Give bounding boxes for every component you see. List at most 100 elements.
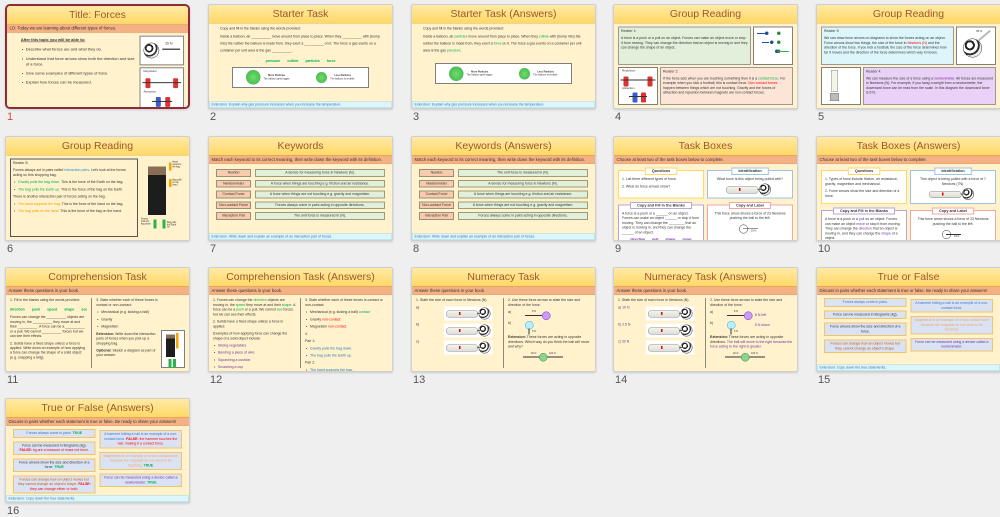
statement-card[interactable]: Forces always come in pairs. TRUE: [13, 429, 96, 438]
answer: 8 N left: [755, 313, 767, 318]
text-segment: Optional:: [96, 348, 112, 353]
keyword[interactable]: Interaction Pair: [216, 212, 251, 220]
keyword-row[interactable]: Contact Force A force when things are not…: [216, 190, 385, 199]
statement-card[interactable]: Forces can change how an object moves bu…: [824, 339, 907, 354]
definition[interactable]: Forces always come in pairs acting in op…: [458, 212, 588, 220]
keyword-row[interactable]: Interaction Pair The unit force is measur…: [216, 212, 385, 220]
keyword-row[interactable]: Contact Force A force when things are tou…: [419, 190, 588, 199]
bullet-item: Mechanical (e.g. kicking a ball): [96, 310, 161, 315]
definition[interactable]: A device for measuring force in Newtons …: [255, 169, 385, 177]
statement-card[interactable]: Force can be measured in kilograms (kg).…: [13, 441, 96, 455]
text-segment: Extension:: [710, 335, 728, 340]
slide-thumbnail[interactable]: True or False (Answers)Discuss in pairs …: [5, 398, 190, 503]
keyword[interactable]: Newtonmeter: [216, 179, 251, 188]
keyword-row[interactable]: Newtonmeter A force when things are touch…: [216, 179, 385, 188]
keyword[interactable]: Newton: [419, 169, 454, 177]
bag-label: Gravity pulls the bag down: [140, 217, 151, 226]
shopping-bag-image: [162, 331, 184, 369]
keyword-row[interactable]: Interaction Pair Forces always come in pa…: [419, 212, 588, 220]
statement-card[interactable]: Force can be measured using a device cal…: [99, 473, 182, 487]
keyword-row[interactable]: Non-contact Force A force when things are…: [419, 201, 588, 210]
definition[interactable]: A device for measuring force in Newtons …: [458, 179, 588, 188]
keyword[interactable]: Newton: [216, 169, 251, 177]
keyword-row[interactable]: Newton The unit force is measured in (N).: [419, 169, 588, 177]
text-segment: Gravity pulls the bag down.: [310, 346, 353, 351]
statement-card[interactable]: Force can be measured in kilograms (kg).: [824, 310, 907, 320]
slide-body: Forces always come in pairs. TRUE Force c…: [6, 426, 189, 495]
keyword[interactable]: Newtonmeter: [419, 179, 454, 188]
text-segment: This is the force of the bag on the Eart…: [60, 187, 124, 192]
bullet-item: The bag pulls on the hand. This is the f…: [13, 209, 135, 214]
keyword-row[interactable]: Non-contact Force Forces always come in p…: [216, 201, 385, 210]
force-arrow-icon: [176, 340, 179, 349]
keyword[interactable]: Non-contact Force: [216, 201, 251, 210]
paragraph: 1. Forces can change the direction objec…: [213, 298, 296, 317]
definition[interactable]: A force when things are touching e.g. fr…: [458, 190, 588, 199]
text-segment: with (bump into) the rubber the balloon …: [423, 35, 581, 46]
extension-task: Extension: Copy down the true statements…: [817, 364, 1000, 371]
keyword[interactable]: Non-contact Force: [419, 201, 454, 210]
slide-content: True or False (Answers)Discuss in pairs …: [6, 399, 189, 502]
definition[interactable]: Forces always come in pairs acting in op…: [255, 201, 385, 210]
statement-card[interactable]: Force arrows show the size and direction…: [824, 322, 907, 337]
answer-label: b): [416, 322, 420, 327]
task-box-title: Copy and Label: [932, 207, 974, 215]
text-segment: Non contact forces: [748, 81, 778, 86]
slide-thumbnail[interactable]: Comprehension Task (Answers)Answer these…: [208, 267, 393, 372]
text-segment: The bag pulls on the hand.: [18, 209, 60, 214]
force-arrow-icon: [153, 219, 157, 229]
statement-card[interactable]: Force can be measured using a device cal…: [910, 337, 993, 352]
statement-card[interactable]: Forces always come in pairs.: [824, 298, 907, 307]
keyword-row[interactable]: Newton A device for measuring force in Ne…: [216, 169, 385, 177]
keyword[interactable]: Interaction Pair: [419, 212, 454, 220]
statement-card[interactable]: A hammer hitting a nail is an example of…: [910, 299, 993, 313]
paragraph: 1. List three different types of force.: [622, 177, 677, 182]
newtonmeter-box: [646, 340, 695, 355]
rod: [151, 101, 172, 103]
statement-card[interactable]: Magnetism is an example of a non-contact…: [99, 451, 182, 471]
statement-card[interactable]: A hammer hitting a nail is an example of…: [99, 430, 182, 449]
slide-thumbnail[interactable]: Numeracy Task (Answers)Answer these ques…: [613, 267, 798, 372]
force-arrow-icon: [168, 162, 172, 171]
definition[interactable]: A force when things are not touching e.g…: [255, 190, 385, 199]
statement-card[interactable]: Force arrows show the size and direction…: [13, 458, 96, 472]
definition[interactable]: The unit force is measured in (N).: [458, 169, 588, 177]
rod: [620, 79, 656, 81]
task-box-title: Identification: [731, 167, 769, 175]
definition[interactable]: A force when things are not touching e.g…: [458, 201, 588, 210]
slide-thumbnail[interactable]: Keywords (Answers)Match each keyword to …: [411, 136, 596, 241]
slide-thumbnail[interactable]: Starter Task (Answers)Copy and fill in t…: [411, 4, 596, 109]
task-box-title: Copy and Fill in the Blanks: [833, 207, 895, 215]
keyword-row[interactable]: Newtonmeter A device for measuring force …: [419, 179, 588, 188]
word: see: [81, 307, 88, 312]
text-segment: TRUE: [143, 463, 154, 468]
statement-card[interactable]: Magnetism is an example of a non-contact…: [910, 316, 993, 335]
keyword[interactable]: Contact Force: [419, 190, 454, 199]
statement-card[interactable]: Forces can change how an object moves bu…: [13, 475, 96, 494]
slide-thumbnail[interactable]: Task Boxes (Answers)Choose at least two …: [816, 136, 1000, 241]
keyword[interactable]: Contact Force: [216, 190, 251, 199]
arrow-label: 40 N: [531, 351, 537, 355]
slide-subtitle: Choose at least two of the task boxes be…: [817, 155, 1000, 165]
definition[interactable]: The unit force is measured in (N).: [255, 212, 385, 220]
word: collide: [287, 59, 299, 64]
column-divider: [503, 298, 504, 368]
extension-task: Extension: Copy down the true statements…: [6, 495, 189, 502]
left-column: 1. Forces can change the direction objec…: [213, 298, 296, 370]
definition[interactable]: A force when things are touching e.g. fr…: [255, 179, 385, 188]
word: shape: [64, 307, 75, 312]
